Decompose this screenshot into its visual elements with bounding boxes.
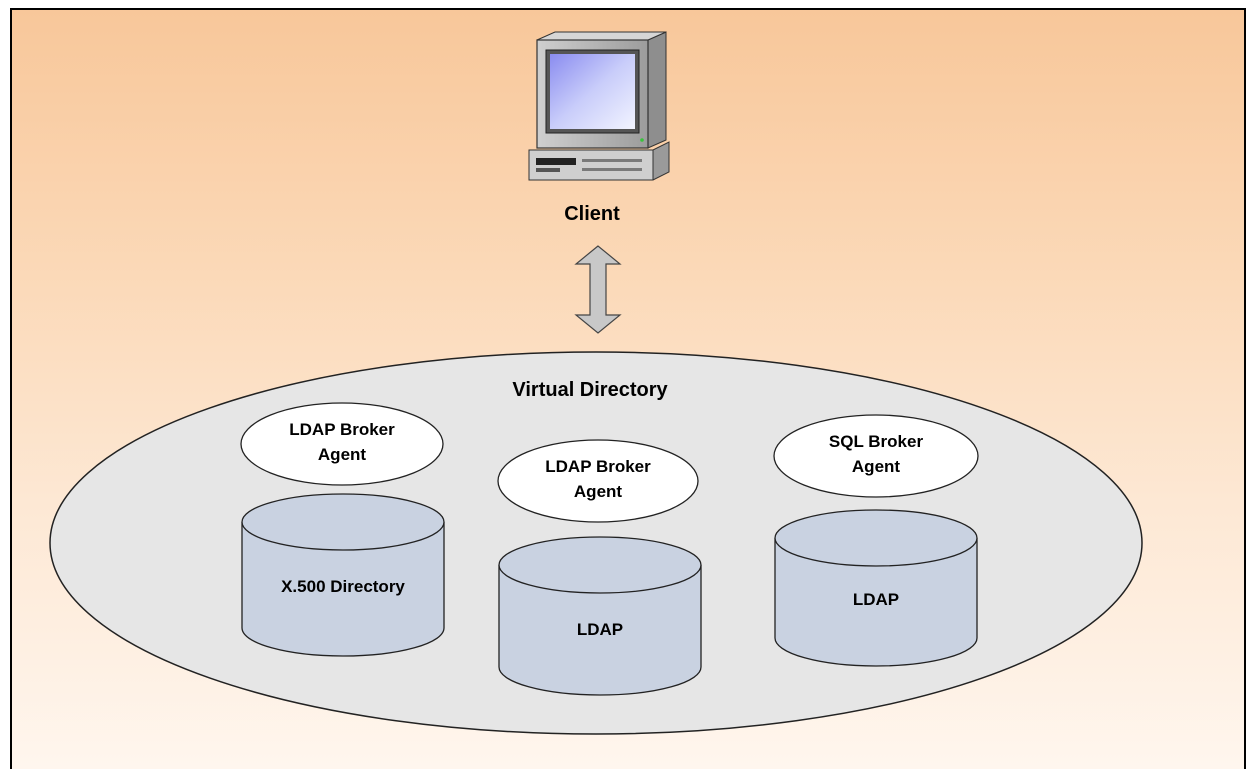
sql-broker-agent: SQL Broker Agent xyxy=(773,414,979,498)
ldap-broker-agent-left: LDAP Broker Agent xyxy=(240,402,444,486)
diagram-frame: Client Virtual Directory LDAP Broker Age… xyxy=(10,8,1246,769)
agent-label-line1: LDAP Broker xyxy=(289,420,395,439)
architecture-diagram: Client Virtual Directory LDAP Broker Age… xyxy=(49,31,1143,735)
store-label: LDAP xyxy=(853,590,899,609)
virtual-directory-title: Virtual Directory xyxy=(512,379,668,401)
agent-label-line1: SQL Broker xyxy=(829,432,924,451)
agent-label-line1: LDAP Broker xyxy=(545,457,651,476)
client-label: Client xyxy=(564,203,620,225)
store-label: X.500 Directory xyxy=(281,577,405,596)
agent-label-line2: Agent xyxy=(318,445,367,464)
agent-label-line2: Agent xyxy=(574,482,623,501)
store-label: LDAP xyxy=(577,620,623,639)
ldap-cylinder-right: LDAP xyxy=(774,509,978,667)
agent-label-line2: Agent xyxy=(852,457,901,476)
desktop-computer-icon xyxy=(528,31,670,181)
x500-directory-cylinder: X.500 Directory xyxy=(241,493,445,657)
ldap-broker-agent-center: LDAP Broker Agent xyxy=(497,439,699,523)
ldap-cylinder-center: LDAP xyxy=(498,536,702,696)
bidirectional-arrow-icon xyxy=(574,245,622,334)
